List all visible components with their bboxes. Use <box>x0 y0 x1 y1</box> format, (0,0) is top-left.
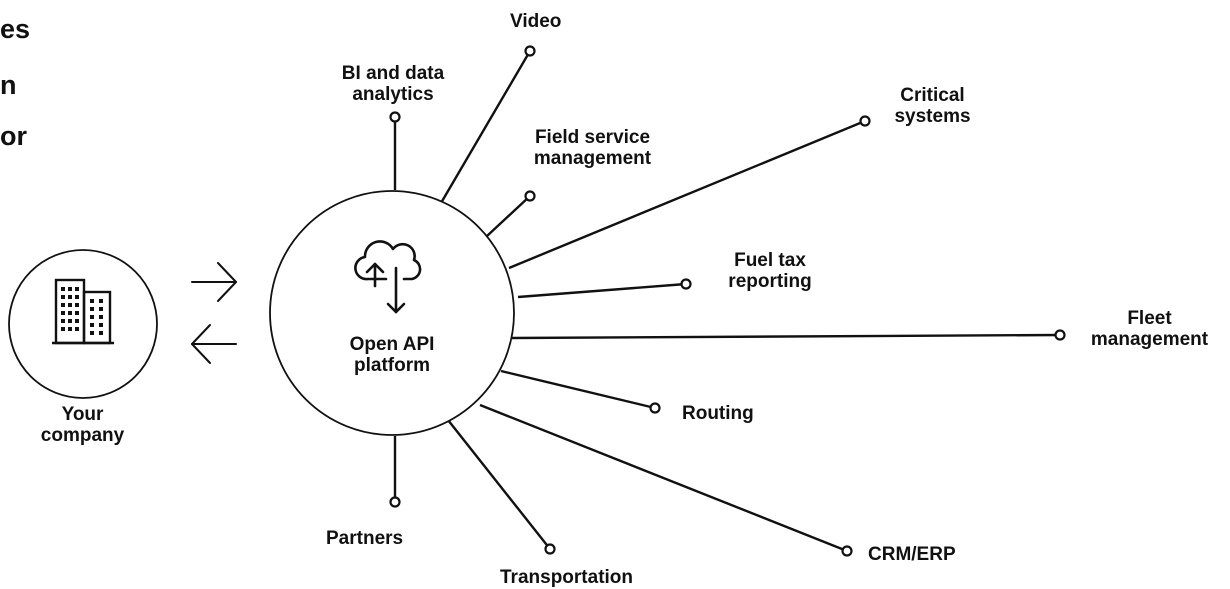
office-building-icon <box>52 278 114 345</box>
integration-label-video: Video <box>510 11 562 32</box>
hub-circle <box>269 190 515 436</box>
integration-label-fuel: Fuel tax reporting <box>728 250 812 292</box>
connector-fuel <box>517 282 687 299</box>
integration-label-partners: Partners <box>326 528 404 549</box>
integration-label-fleet: Fleet management <box>1090 308 1209 350</box>
connectors <box>393 50 1061 553</box>
integration-label-critical: Critical systems <box>894 85 971 127</box>
node-routing <box>649 402 661 414</box>
node-crm <box>841 545 853 557</box>
arrow-right-icon <box>191 262 237 302</box>
node-field <box>524 190 536 202</box>
endpoint-nodes <box>389 45 1066 557</box>
title-fragment: or <box>0 121 27 151</box>
integration-label-crm: CRM/ERP <box>868 544 956 565</box>
integration-label-bi: BI and data analytics <box>341 63 445 105</box>
arrow-left-icon <box>191 324 237 364</box>
connector-field <box>486 195 531 237</box>
node-critical <box>859 115 871 127</box>
integration-label-transport: Transportation <box>500 567 634 588</box>
connector-routing <box>500 369 656 410</box>
connector-video <box>439 50 532 204</box>
node-partners <box>389 496 401 508</box>
title-fragment: es <box>0 14 31 44</box>
integration-label-routing: Routing <box>682 403 754 424</box>
company-label: Your company <box>40 404 125 446</box>
connector-critical <box>508 119 866 270</box>
node-transport <box>544 543 556 555</box>
connector-crm <box>479 403 848 553</box>
cloud-sync-icon <box>354 240 422 314</box>
connector-fleet <box>511 333 1061 340</box>
node-fleet <box>1054 329 1066 341</box>
node-video <box>524 45 536 57</box>
hub-label: Open API platform <box>349 334 435 376</box>
node-fuel <box>680 278 692 290</box>
integration-label-field: Field service management <box>533 127 652 169</box>
title-fragment: n <box>0 70 17 100</box>
node-bi <box>389 111 401 123</box>
connector-transport <box>447 419 551 550</box>
